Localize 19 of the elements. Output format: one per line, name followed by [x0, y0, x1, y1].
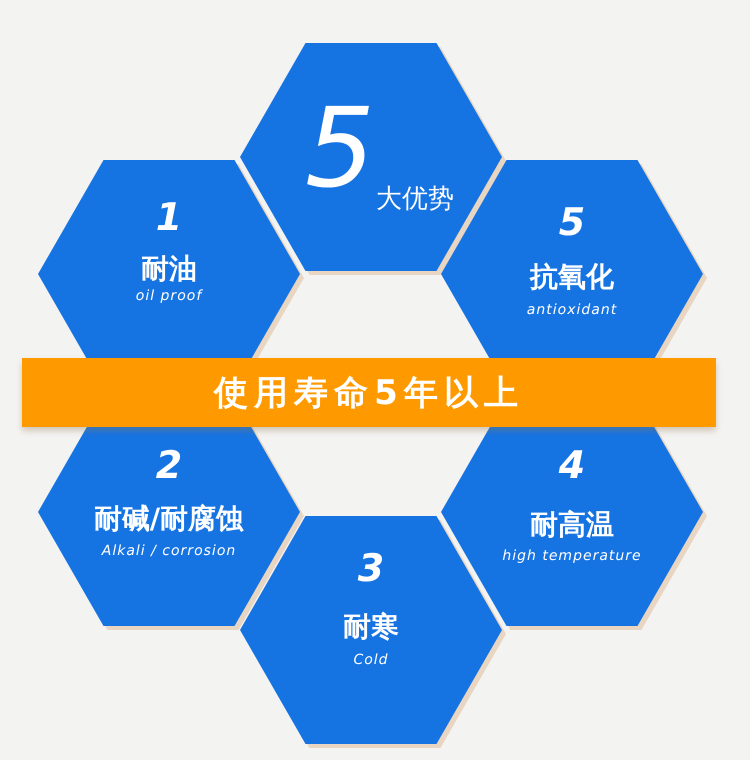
- heading: 耐碱/耐腐蚀: [94, 501, 244, 537]
- subtitle: high temperature: [502, 548, 642, 564]
- banner: [22, 358, 716, 427]
- subtitle: antioxidant: [526, 302, 618, 318]
- subtitle: Cold: [353, 652, 389, 668]
- number: 5: [558, 200, 586, 244]
- number: 4: [558, 443, 586, 487]
- heading: 耐高温: [530, 507, 614, 543]
- subtitle: oil proof: [136, 288, 202, 304]
- banner-text: 使用寿命5年以上: [214, 372, 524, 414]
- number: 1: [156, 195, 182, 239]
- number: 2: [156, 443, 182, 487]
- big-number: 5: [304, 93, 376, 203]
- number: 3: [358, 546, 384, 590]
- heading: 耐油: [141, 251, 197, 287]
- heading: 大优势: [375, 183, 455, 216]
- heading: 抗氧化: [530, 259, 614, 295]
- heading: 耐寒: [343, 609, 399, 645]
- subtitle: Alkali / corrosion: [102, 543, 236, 559]
